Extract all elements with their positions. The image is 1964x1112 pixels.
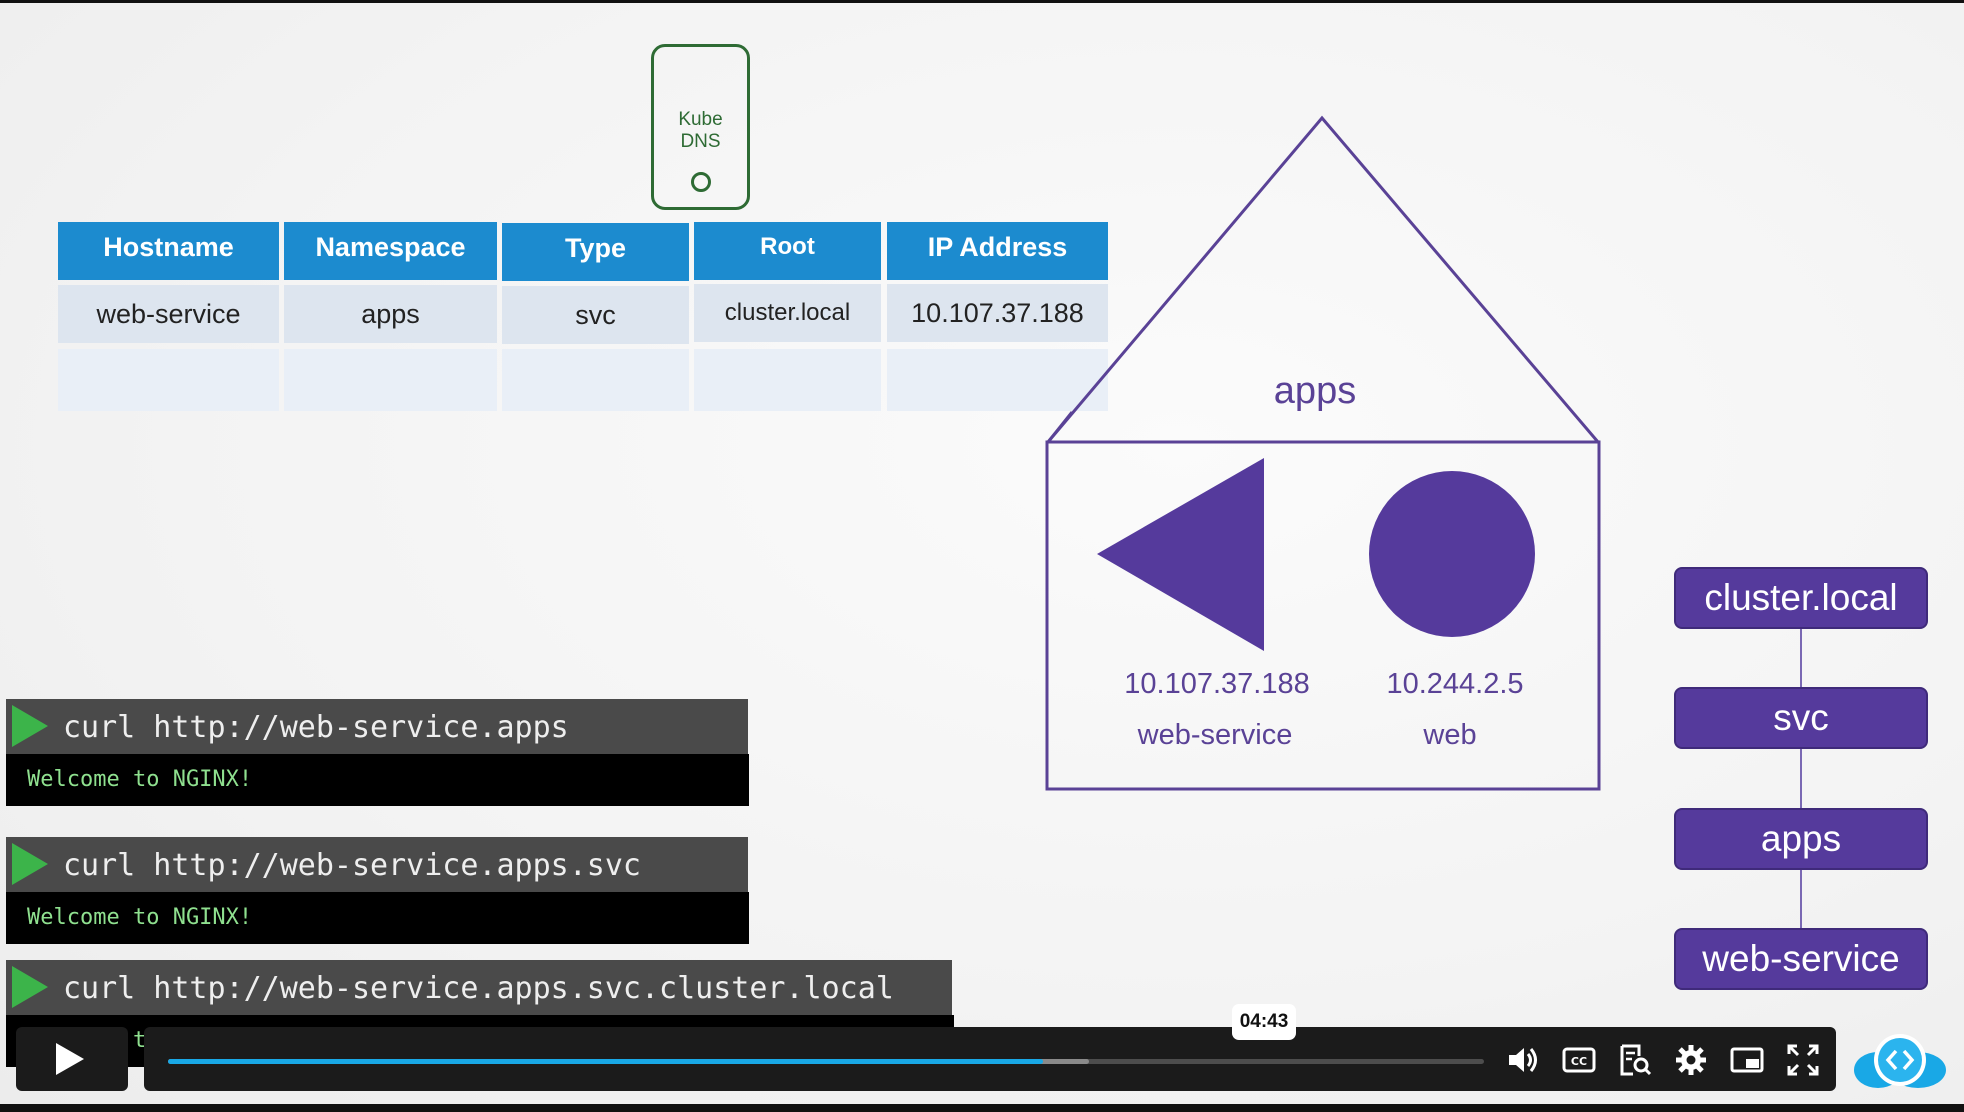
kube-dns-label-line2: DNS	[680, 131, 721, 152]
terminal-command-bar: curl http://web-service.apps.svc.cluster…	[6, 960, 952, 1015]
empty-cell	[694, 349, 881, 411]
cell-type: svc	[502, 286, 689, 344]
hierarchy-web-service: web-service	[1674, 928, 1928, 990]
service-triangle-icon	[1097, 458, 1264, 651]
pod-name: web	[1423, 719, 1477, 751]
hierarchy-connector	[1800, 748, 1802, 808]
empty-cell	[502, 349, 689, 411]
picture-in-picture-icon[interactable]	[1729, 1042, 1765, 1078]
cell-root: cluster.local	[694, 284, 881, 342]
top-border	[0, 0, 1964, 3]
terminal-output: Welcome to NGINX!	[6, 892, 749, 944]
bottom-border	[0, 1104, 1964, 1112]
terminal-command: curl http://web-service.apps	[63, 710, 569, 745]
hierarchy-cluster-local: cluster.local	[1674, 567, 1928, 629]
settings-icon[interactable]	[1673, 1042, 1709, 1078]
kube-dns-label-line1: Kube	[678, 109, 723, 130]
progress-played	[168, 1059, 1044, 1064]
captions-icon[interactable]: CC	[1561, 1042, 1597, 1078]
namespace-label: apps	[1273, 370, 1357, 412]
namespace-box	[1045, 440, 1601, 791]
kube-dns-circle-icon	[691, 172, 711, 192]
header-namespace: Namespace	[284, 222, 497, 280]
service-name: web-service	[1137, 719, 1293, 751]
pod-circle-icon	[1369, 471, 1535, 637]
time-tooltip: 04:43	[1232, 1004, 1296, 1040]
play-icon	[56, 1043, 84, 1075]
prompt-arrow-icon	[12, 966, 48, 1008]
fullscreen-icon[interactable]	[1785, 1042, 1821, 1078]
hierarchy-connector	[1800, 628, 1802, 688]
terminal-command: curl http://web-service.apps.svc	[63, 848, 641, 883]
header-ip-address: IP Address	[887, 222, 1108, 280]
player-control-bar	[144, 1027, 1836, 1091]
volume-icon[interactable]	[1505, 1042, 1541, 1078]
terminal-command-bar: curl http://web-service.apps	[6, 699, 748, 754]
empty-cell	[284, 349, 497, 411]
svg-text:CC: CC	[1571, 1055, 1587, 1068]
namespace-roof	[1046, 115, 1600, 443]
roof-left-edge	[1046, 411, 1074, 443]
hierarchy-apps: apps	[1674, 808, 1928, 870]
header-hostname: Hostname	[58, 222, 279, 280]
terminal-command-bar: curl http://web-service.apps.svc	[6, 837, 748, 892]
header-type: Type	[502, 223, 689, 281]
prompt-arrow-icon	[12, 843, 48, 885]
brand-logo-icon[interactable]	[1852, 1030, 1948, 1092]
hierarchy-connector	[1800, 868, 1802, 928]
pod-ip: 10.244.2.5	[1386, 668, 1524, 700]
play-button[interactable]	[16, 1027, 128, 1091]
transcript-search-icon[interactable]	[1617, 1042, 1653, 1078]
hierarchy-svc: svc	[1674, 687, 1928, 749]
terminal-output: Welcome to NGINX!	[6, 754, 749, 806]
empty-cell	[58, 349, 279, 411]
cell-ip-address: 10.107.37.188	[887, 284, 1108, 342]
progress-track[interactable]	[168, 1059, 1484, 1064]
cell-hostname: web-service	[58, 285, 279, 343]
terminal-command: curl http://web-service.apps.svc.cluster…	[63, 971, 894, 1006]
service-ip: 10.107.37.188	[1124, 668, 1310, 700]
cell-namespace: apps	[284, 285, 497, 343]
empty-cell	[887, 349, 1108, 411]
header-root: Root	[694, 222, 881, 280]
kube-dns-pod: Kube DNS	[651, 44, 750, 210]
prompt-arrow-icon	[12, 705, 48, 747]
